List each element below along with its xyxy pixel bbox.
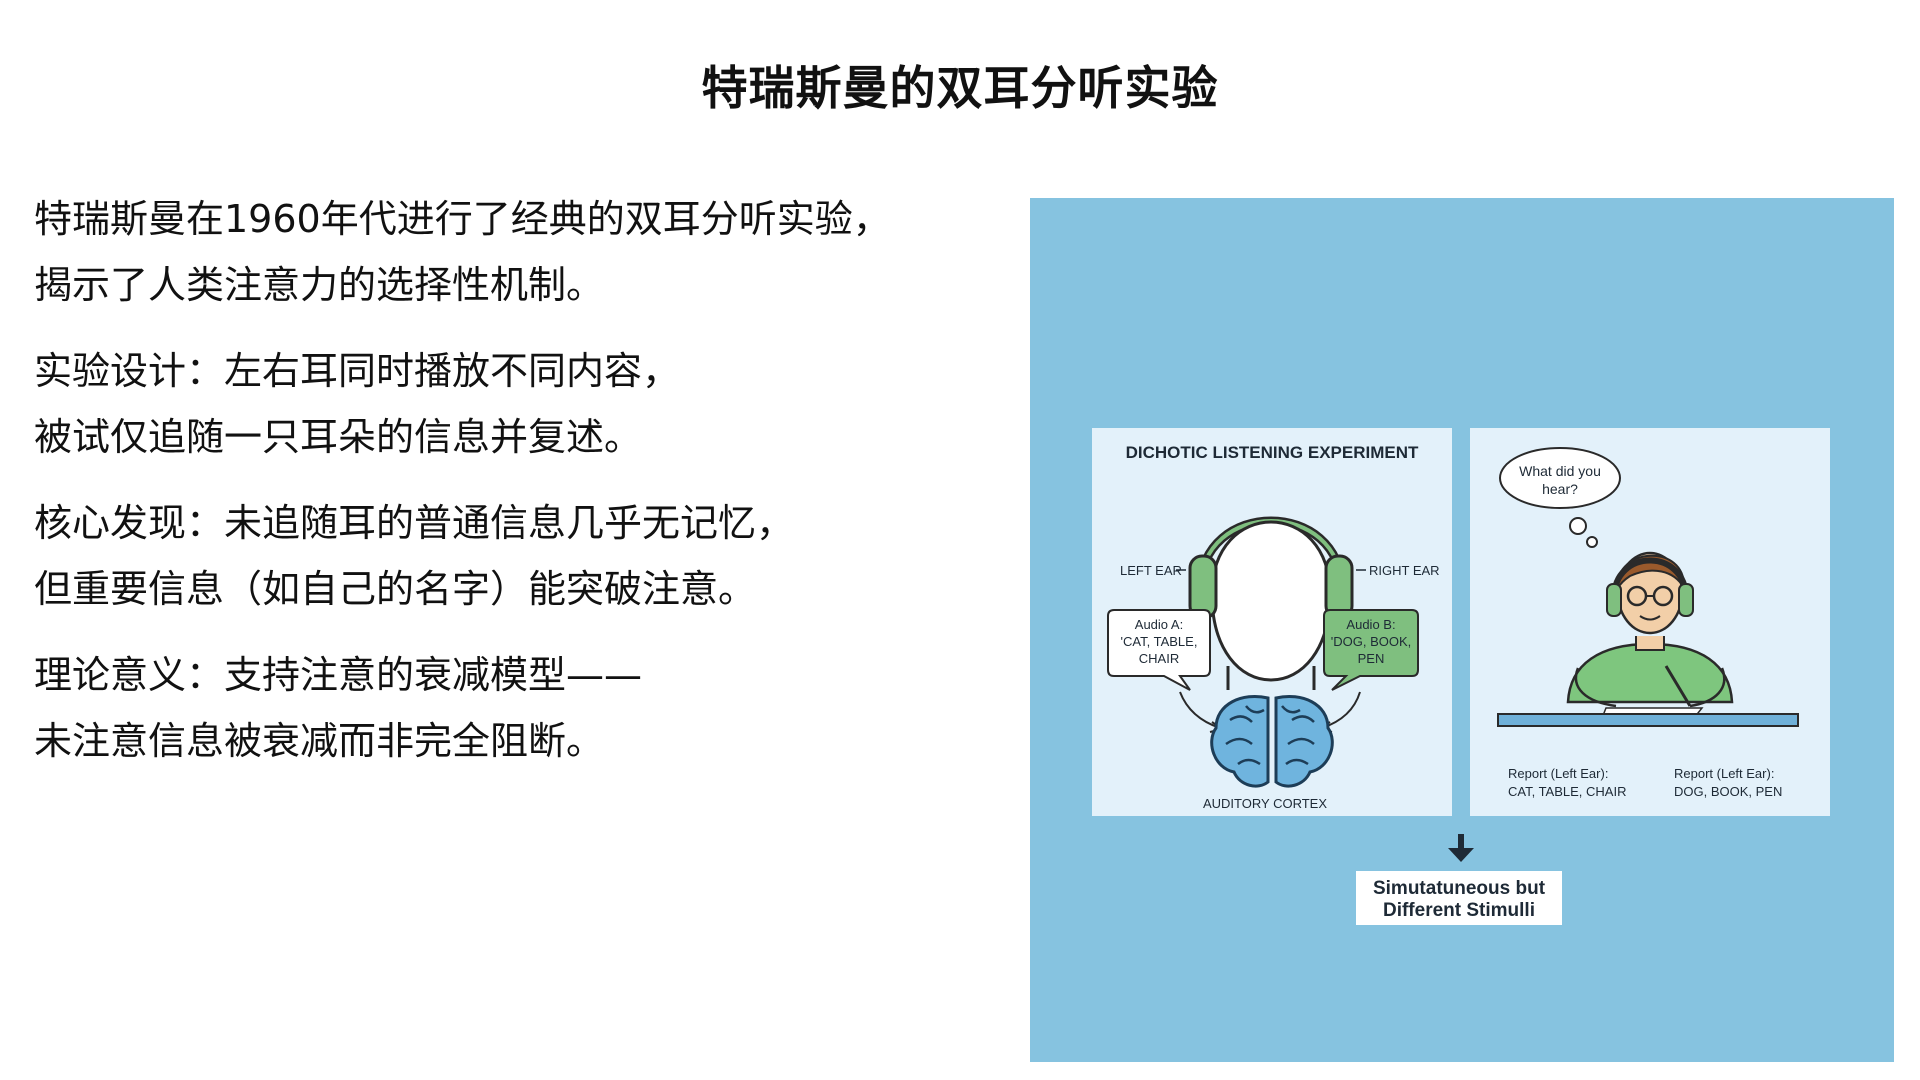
left-arm-icon — [1574, 667, 1617, 708]
left-earcup-icon — [1188, 554, 1218, 620]
audio-b-line1: 'DOG, BOOK, — [1331, 634, 1412, 649]
auditory-cortex-label: AUDITORY CORTEX — [1203, 796, 1327, 811]
left-ear-label: LEFT EAR — [1120, 563, 1182, 578]
experiment-heading: DICHOTIC LISTENING EXPERIMENT — [1126, 443, 1419, 462]
report-left-value: CAT, TABLE, CHAIR — [1508, 784, 1626, 799]
thought-dot-small — [1586, 536, 1598, 548]
report-right-title: Report (Left Ear): — [1674, 766, 1774, 781]
thought-line2: hear? — [1542, 481, 1578, 497]
audio-b-title: Audio B: — [1346, 617, 1395, 632]
thought-bubble-icon — [1499, 447, 1621, 509]
paragraph-line: 被试仅追随一只耳朵的信息并复述。 — [34, 415, 643, 459]
report-left-title: Report (Left Ear): — [1508, 766, 1608, 781]
caption-line2: Different Stimulli — [1383, 900, 1535, 921]
neck-icon — [1226, 666, 1316, 690]
right-earcup-icon — [1678, 583, 1694, 617]
text-column: 特瑞斯曼在1960年代进行了经典的双耳分听实验， 揭示了人类注意力的选择性机制。… — [34, 186, 974, 794]
down-arrow-icon — [1448, 834, 1474, 862]
headphone-band-icon — [1611, 557, 1689, 599]
slide-title: 特瑞斯曼的双耳分听实验 — [701, 61, 1219, 115]
audio-a-title: Audio A: — [1135, 617, 1183, 632]
paragraph-line: 未注意信息被衰减而非完全阻断。 — [34, 719, 605, 763]
paragraph-findings: 核心发现：未追随耳的普通信息几乎无记忆， 但重要信息（如自己的名字）能突破注意。 — [34, 490, 974, 622]
caption-box — [1356, 871, 1562, 925]
right-earcup-icon — [1324, 554, 1354, 620]
right-panel: What did you hear? — [1470, 428, 1830, 816]
paragraph-line: 特瑞斯曼在1960年代进行了经典的双耳分听实验， — [34, 197, 891, 241]
experiment-illustration: DICHOTIC LISTENING EXPERIMENT LEFT EAR R… — [1030, 198, 1894, 1062]
report-right-value: DOG, BOOK, PEN — [1674, 784, 1782, 799]
right-ear-label: RIGHT EAR — [1369, 563, 1440, 578]
audio-a-line1: 'CAT, TABLE, — [1121, 634, 1198, 649]
right-arm-icon — [1689, 667, 1726, 708]
audio-a-line2: CHAIR — [1139, 651, 1179, 666]
paragraph-design: 实验设计：左右耳同时播放不同内容， 被试仅追随一只耳朵的信息并复述。 — [34, 338, 974, 470]
paragraph-line: 揭示了人类注意力的选择性机制。 — [34, 263, 605, 307]
thought-line1: What did you — [1519, 463, 1601, 479]
desk-icon — [1497, 713, 1799, 727]
head-silhouette-icon — [1210, 520, 1332, 682]
left-panel: DICHOTIC LISTENING EXPERIMENT LEFT EAR R… — [1092, 428, 1452, 816]
caption-line1: Simutatuneous but — [1373, 878, 1546, 899]
paragraph-line: 核心发现：未追随耳的普通信息几乎无记忆， — [34, 501, 795, 545]
left-earcup-icon — [1606, 583, 1622, 617]
illustration-canvas: DICHOTIC LISTENING EXPERIMENT LEFT EAR R… — [1092, 428, 1830, 925]
pen-icon — [1664, 665, 1692, 707]
audio-b-line2: PEN — [1358, 651, 1385, 666]
paragraph-line: 但重要信息（如自己的名字）能突破注意。 — [34, 567, 757, 611]
paragraph-intro: 特瑞斯曼在1960年代进行了经典的双耳分听实验， 揭示了人类注意力的选择性机制。 — [34, 186, 974, 318]
thought-dot-large — [1569, 517, 1587, 535]
paragraph-line: 实验设计：左右耳同时播放不同内容， — [34, 349, 681, 393]
person-icon — [1566, 551, 1734, 708]
smile-icon — [1639, 615, 1661, 621]
audio-a-bubble-icon — [1107, 609, 1211, 691]
paragraph-significance: 理论意义：支持注意的衰减模型—— 未注意信息被衰减而非完全阻断。 — [34, 642, 974, 774]
brain-icon — [1210, 695, 1334, 788]
paragraph-line: 理论意义：支持注意的衰减模型—— — [34, 653, 643, 697]
audio-b-bubble-icon — [1323, 609, 1419, 691]
